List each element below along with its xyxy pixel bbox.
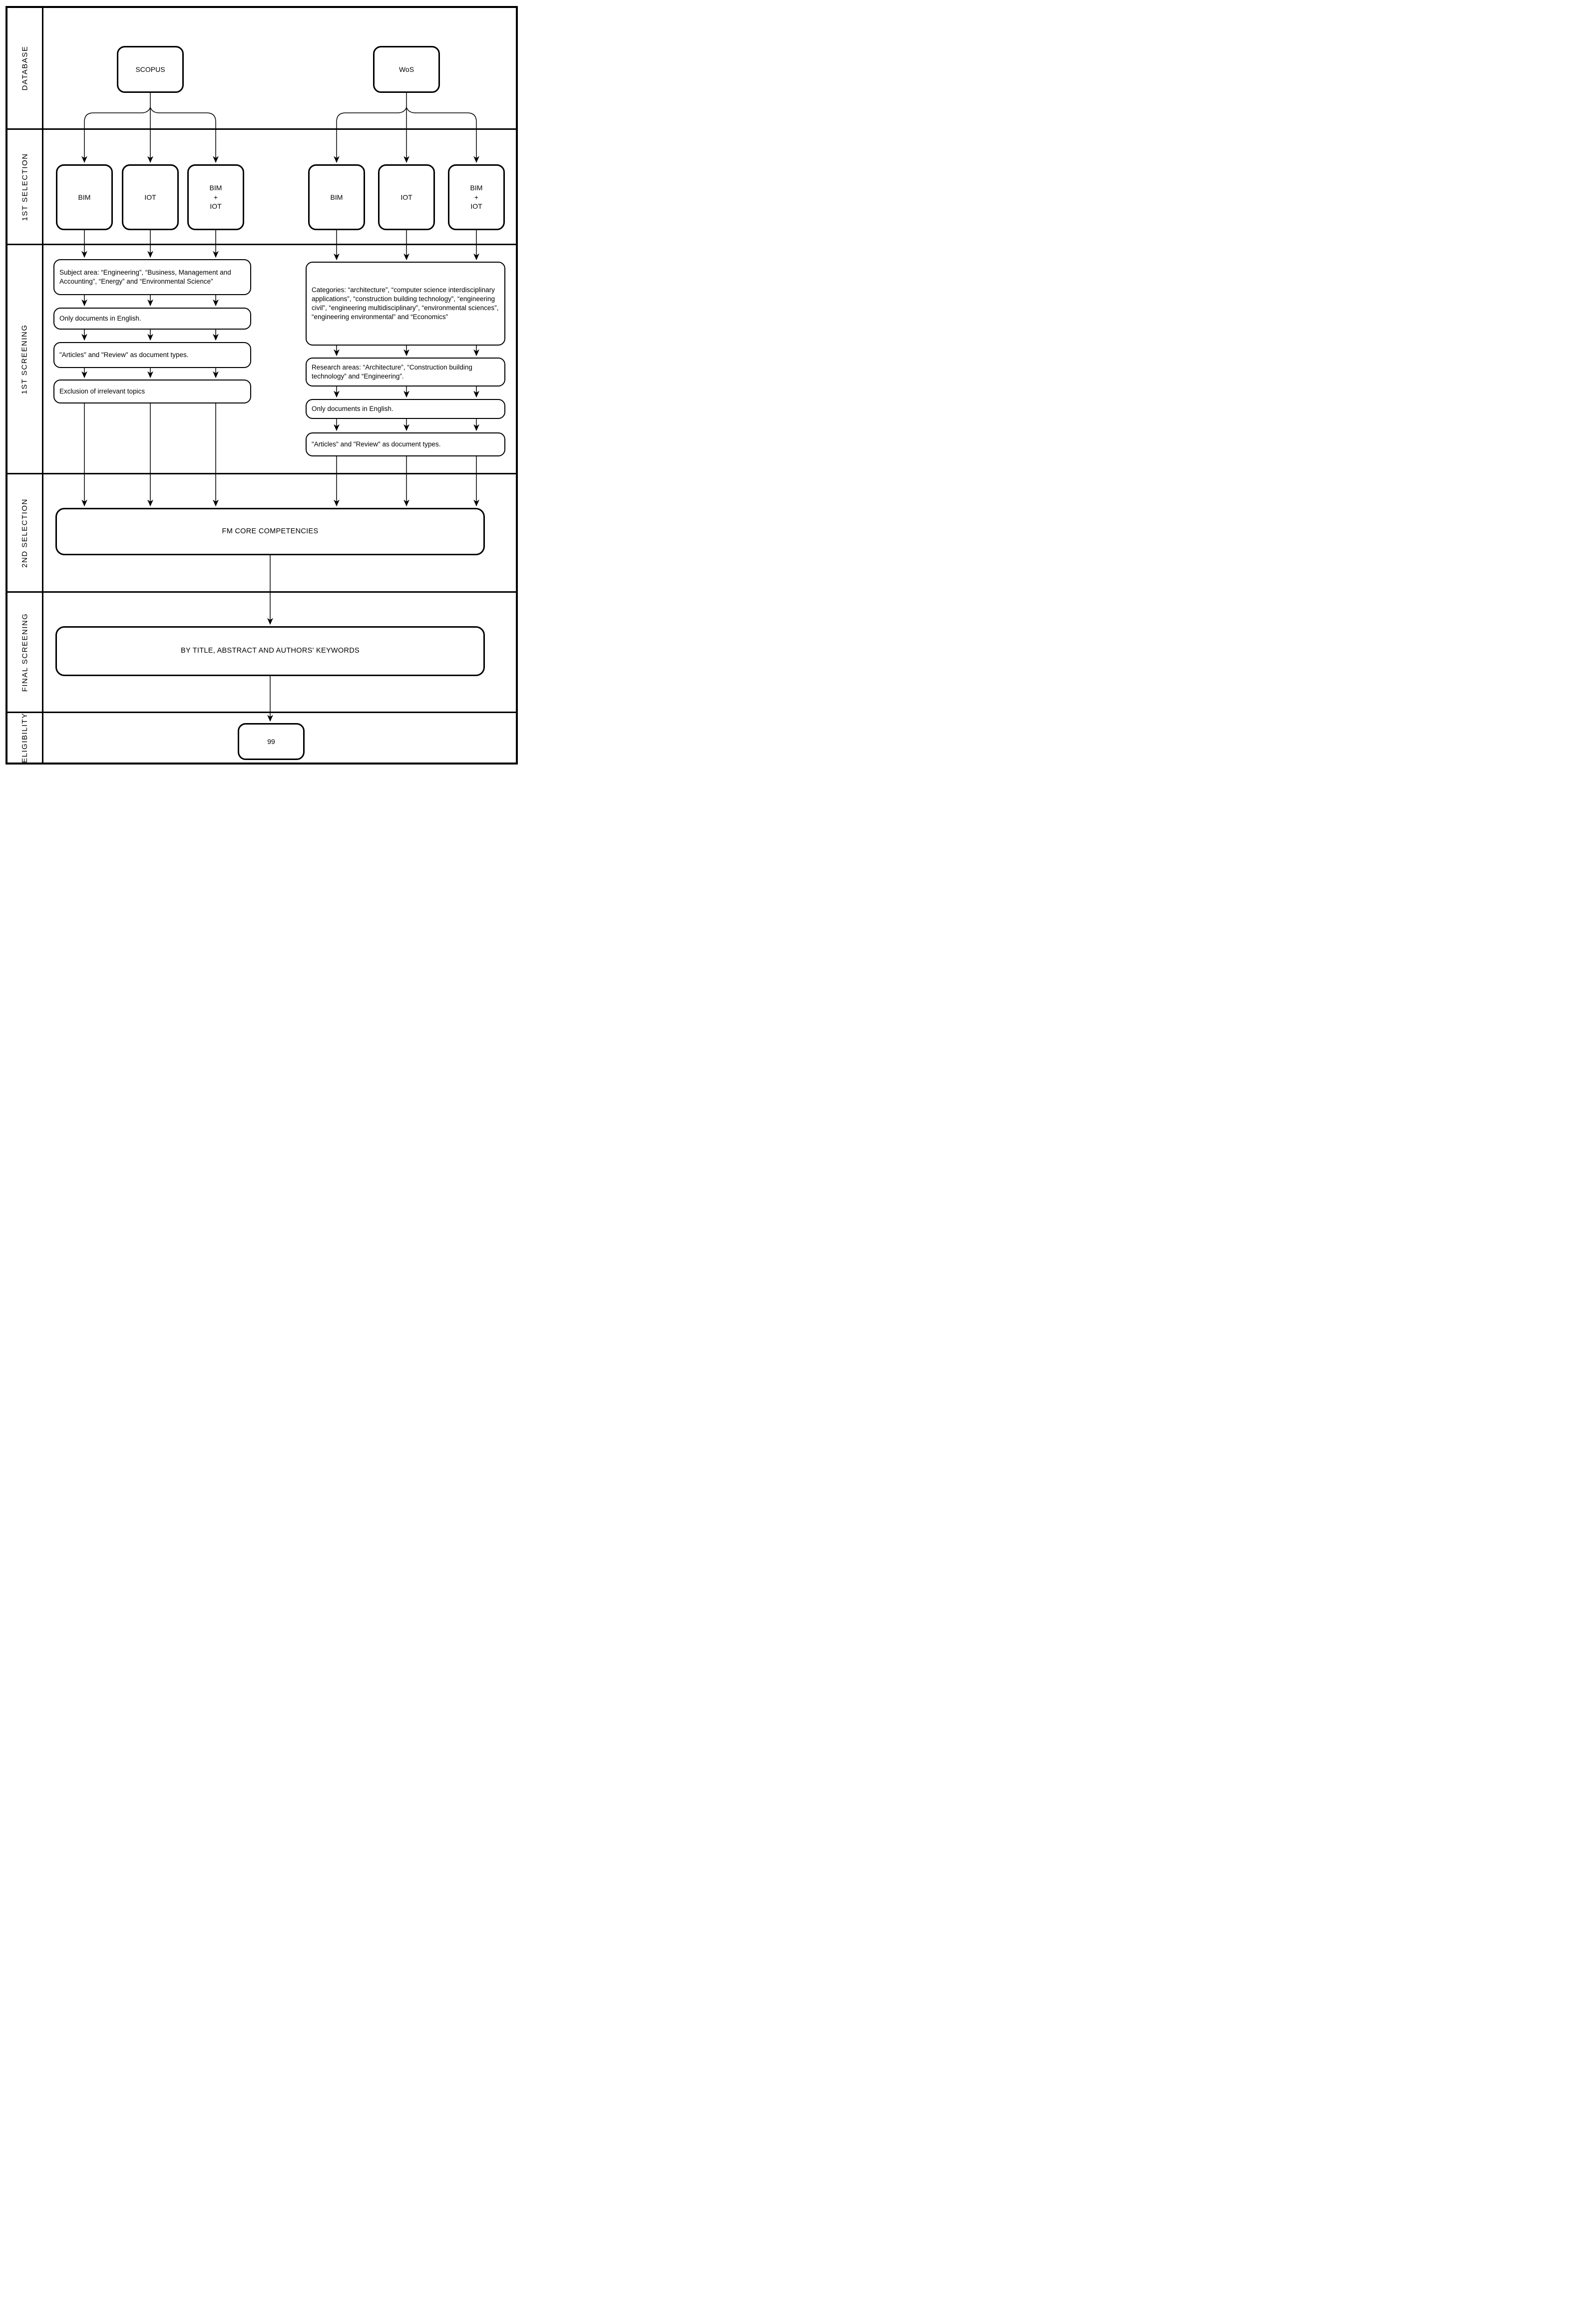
database-node-scopus: SCOPUS [117,46,184,93]
screening-scopus-subject-area: Subject area: “Engineering”, “Business, … [53,259,251,295]
node-layer: SCOPUS WoS BIM IOT BIM + IOT BIM IOT BIM… [7,8,516,763]
selection-node-scopus-bim: BIM [56,164,113,230]
section-row-first-screening: 1ST SCREENING [7,244,516,473]
database-node-wos: WoS [373,46,440,93]
first-screening-label-cell: 1ST SCREENING [7,245,43,473]
screening-wos-document-types: "Articles" and "Review" as document type… [306,432,505,456]
first-selection-label-cell: 1ST SELECTION [7,130,43,244]
final-screening-label-cell: FINAL SCREENING [7,593,43,712]
selection-node-scopus-iot: IOT [122,164,179,230]
scopus-screening-connectors [81,230,219,507]
final-screening-node: BY TITLE, ABSTRACT AND AUTHORS' KEYWORDS [55,626,485,676]
selection-node-wos-bim-iot: BIM + IOT [448,164,505,230]
eligibility-label-cell: ELIGIBILITY [7,713,43,763]
database-label-cell: DATABASE [7,8,43,128]
section-row-first-selection: 1ST SELECTION [7,128,516,244]
screening-wos-research-areas: Research areas: “Architecture”, “Constru… [306,358,505,387]
screening-scopus-document-types: "Articles" and "Review" as document type… [53,342,251,368]
screening-scopus-english-only: Only documents in English. [53,308,251,330]
eligibility-result-node: 99 [238,723,305,760]
screening-wos-categories: Categories: “architecture”, “computer sc… [306,262,505,346]
second-selection-node: FM CORE COMPETENCIES [55,508,485,555]
section-row-final-screening: FINAL SCREENING [7,591,516,712]
selection-node-wos-bim: BIM [308,164,365,230]
wos-split-connector [334,93,479,163]
connector-layer [81,93,479,722]
section-row-eligibility: ELIGIBILITY [7,712,516,763]
selection-node-scopus-bim-iot: BIM + IOT [187,164,244,230]
scopus-split-connector [81,93,219,163]
second-selection-label-cell: 2ND SELECTION [7,474,43,591]
prisma-flow-diagram: DATABASE 1ST SELECTION 1ST SCREENING 2ND… [5,6,518,765]
section-row-second-selection: 2ND SELECTION [7,473,516,591]
section-row-database: DATABASE [7,8,516,128]
wos-screening-connectors [334,230,479,507]
screening-wos-english-only: Only documents in English. [306,399,505,419]
selection-node-wos-iot: IOT [378,164,435,230]
screening-scopus-exclusion: Exclusion of irrelevant topics [53,380,251,403]
